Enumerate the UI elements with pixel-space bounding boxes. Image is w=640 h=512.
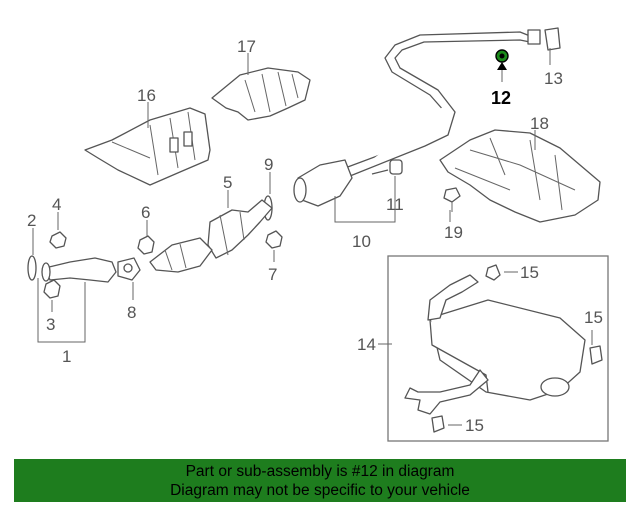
callout-6: 6 <box>141 203 150 222</box>
callout-18: 18 <box>530 114 549 133</box>
callout-17: 17 <box>237 37 256 56</box>
callout-12: 12 <box>491 88 511 108</box>
part-11-hanger <box>371 159 403 175</box>
banner-line-2: Diagram may not be specific to your vehi… <box>170 482 470 499</box>
part-8-gasket <box>117 257 141 281</box>
part-1-front-pipe <box>41 257 117 283</box>
callout-15-right: 15 <box>584 308 603 327</box>
callout-5: 5 <box>223 173 232 192</box>
part-16-heat-shield <box>84 107 211 186</box>
callout-16: 16 <box>137 86 156 105</box>
callout-14: 14 <box>357 335 376 354</box>
leader-lines <box>32 48 593 426</box>
part-2-gasket <box>27 255 37 281</box>
callout-11: 11 <box>386 195 404 214</box>
info-banner: Part or sub-assembly is #12 in diagram D… <box>14 459 626 502</box>
callout-7: 7 <box>268 265 277 284</box>
part-13-gasket <box>527 27 561 51</box>
part-6-nut <box>137 235 155 255</box>
exhaust-pipe-route <box>344 31 531 177</box>
callout-3: 3 <box>46 315 55 334</box>
part-7-nut <box>265 230 283 249</box>
callout-13: 13 <box>544 69 563 88</box>
callout-19: 19 <box>444 223 463 242</box>
callout-15-top: 15 <box>520 263 539 282</box>
callout-2: 2 <box>27 211 36 230</box>
part-12-hanger <box>495 49 509 63</box>
part-17-heat-shield <box>211 67 311 121</box>
callout-10: 10 <box>352 232 371 251</box>
part-19-fastener <box>443 187 461 212</box>
callout-4: 4 <box>52 195 61 214</box>
callout-9: 9 <box>264 155 273 174</box>
banner-line-1: Part or sub-assembly is #12 in diagram <box>185 463 455 480</box>
part-18-underbody-shield <box>439 129 601 223</box>
part-3-nut <box>43 279 61 299</box>
part-10-resonator <box>293 159 353 207</box>
part-5-flex-pipe <box>149 199 273 273</box>
callout-8: 8 <box>127 303 136 322</box>
part-4-nut <box>49 231 67 249</box>
callout-1: 1 <box>62 347 71 366</box>
callout-15-bottom: 15 <box>465 416 484 435</box>
exhaust-system-diagram: 17 16 18 13 12 9 5 6 4 2 3 7 8 19 11 10 … <box>27 27 609 442</box>
part-14-muffler-box <box>387 255 609 442</box>
